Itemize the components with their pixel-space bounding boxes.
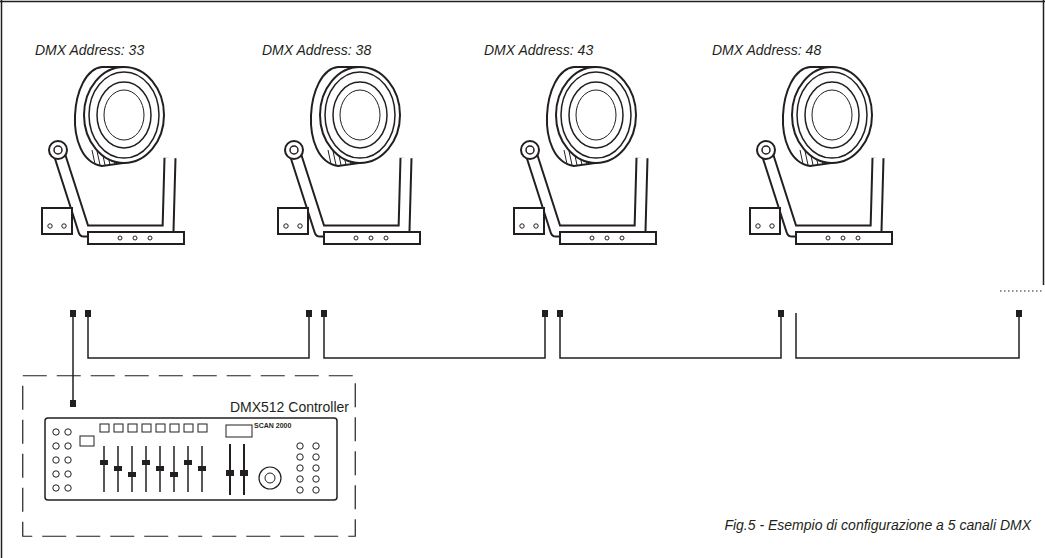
frame-line: [0, 1, 1045, 3]
connector-plug: [70, 400, 76, 407]
continuation-dots: [1000, 291, 1042, 292]
model-label: SCAN 2000: [254, 422, 291, 430]
connector-plug: [70, 310, 76, 317]
dmx-cable: [88, 313, 309, 358]
device-name: DMX512 Controller: [228, 399, 351, 415]
connector-plug: [321, 310, 327, 317]
dmx-address: DMX Address: 33: [35, 42, 144, 58]
connector-plug: [557, 310, 563, 317]
frame-line: [1043, 0, 1045, 285]
fixture: DMX Address: 33: [30, 40, 200, 313]
dmx-cable: [560, 313, 781, 358]
connector-plug: [306, 310, 312, 317]
frame-line: [1, 0, 3, 558]
dmx-cable: [324, 313, 545, 358]
par-light: [42, 67, 184, 244]
fixture: DMX Address: 38: [266, 40, 436, 313]
fixture: DMX Address: 48: [738, 40, 908, 313]
dmx-cable: [72, 375, 74, 403]
dmx-address: DMX Address: 43: [484, 42, 593, 58]
dmx-address: DMX Address: 38: [262, 42, 371, 58]
controller-faceplate: [45, 418, 337, 500]
connector-plug: [1016, 310, 1022, 317]
dmx-cable: [796, 313, 1019, 358]
par-light: [278, 67, 420, 244]
connector-plug: [85, 310, 91, 317]
connector-plug: [542, 310, 548, 317]
dmx-address: DMX Address: 48: [712, 42, 821, 58]
fixture: DMX Address: 43: [502, 40, 672, 313]
dmx-cable: [72, 313, 74, 375]
controller-box: DMX512 Controller: [22, 375, 356, 537]
connector-plug: [778, 310, 784, 317]
par-light: [750, 67, 892, 244]
par-light: [514, 67, 656, 244]
figure-caption: Fig.5 - Esempio di configurazione a 5 ca…: [724, 517, 1031, 533]
